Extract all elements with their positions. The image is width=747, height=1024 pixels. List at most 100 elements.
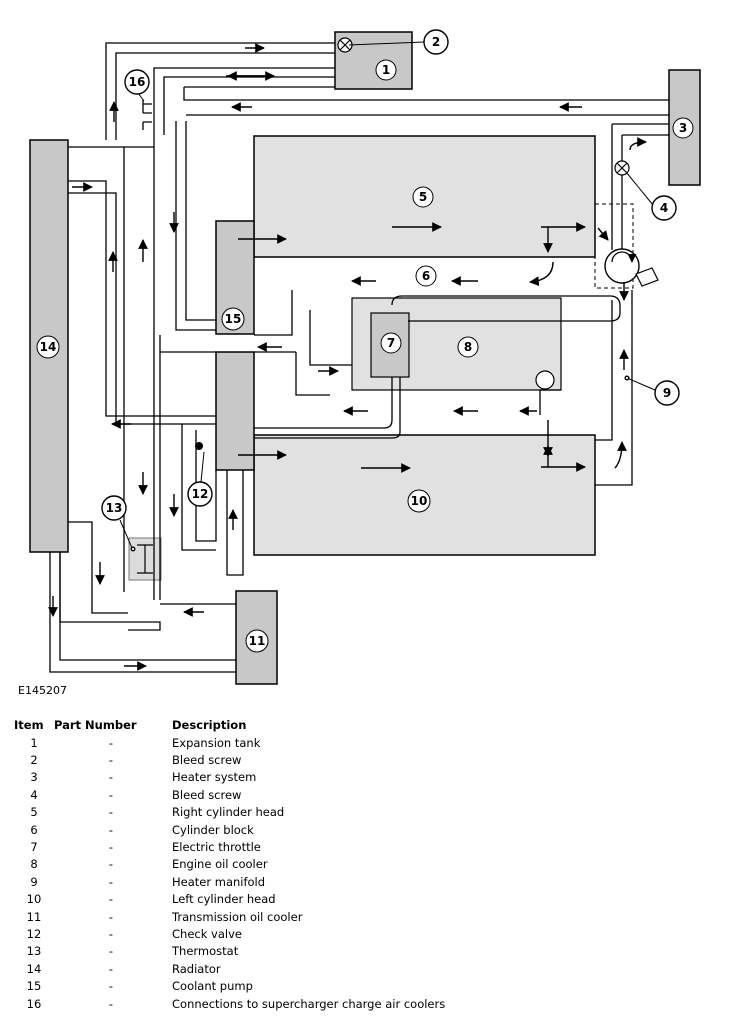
cell-description: Bleed screw xyxy=(172,753,242,768)
thermostat-symbol xyxy=(137,544,153,574)
cell-item: 7 xyxy=(30,840,38,855)
bleed-screw-icon xyxy=(614,160,630,176)
table-row: 6 - Cylinder block xyxy=(14,821,445,838)
column-header-description: Description xyxy=(172,717,247,732)
cell-item: 12 xyxy=(26,926,42,941)
cell-item: 4 xyxy=(30,787,38,802)
cell-description: Left cylinder head xyxy=(172,892,276,907)
item-7-marker xyxy=(380,332,402,354)
figure-id: E145207 xyxy=(18,684,67,697)
flow-arrows xyxy=(48,43,647,671)
item-12-marker xyxy=(187,481,213,507)
table-row: 8-Engine oil cooler xyxy=(14,856,445,873)
item-2-number: 2 xyxy=(432,35,440,49)
cell-item: 5 xyxy=(30,805,38,820)
table-row: 14 - Radiator xyxy=(14,960,445,977)
cell-part-number: - xyxy=(108,840,114,855)
item-5-number: 5 xyxy=(419,190,427,204)
bleed-screw-icon xyxy=(337,37,353,53)
cell-item: 13 xyxy=(26,944,42,959)
item-8-number: 8 xyxy=(464,340,472,354)
cell-description: Check valve xyxy=(172,926,242,941)
cell-part-number: - xyxy=(108,979,114,994)
cell-item: 15 xyxy=(26,979,42,994)
item-1-marker xyxy=(375,59,397,81)
table-row: 3-Heater system xyxy=(14,769,445,786)
cell-part-number: - xyxy=(108,926,114,941)
cell-description: Engine oil cooler xyxy=(172,857,268,872)
item-15-number: 15 xyxy=(225,312,242,326)
table-row: 5 - Right cylinder head xyxy=(14,804,445,821)
item-2-marker xyxy=(423,29,449,55)
item-1-number: 1 xyxy=(382,63,390,77)
cell-part-number: - xyxy=(108,892,114,907)
cell-part-number: - xyxy=(108,735,114,750)
parts-table: Item Part Number Description 1-Expansion… xyxy=(14,717,445,1012)
cell-part-number: - xyxy=(108,909,114,924)
table-row: 2-Bleed screw xyxy=(14,751,445,768)
table-row: 15 - Coolant pump xyxy=(14,977,445,994)
cell-description: Coolant pump xyxy=(172,979,253,994)
item-10-number: 10 xyxy=(411,494,428,508)
cell-part-number: - xyxy=(108,805,114,820)
item-14-marker xyxy=(36,335,60,359)
table-row: 10 - Left cylinder head xyxy=(14,891,445,908)
cell-description: Radiator xyxy=(172,961,221,976)
cell-item: 1 xyxy=(30,735,38,750)
cell-part-number: - xyxy=(108,996,114,1011)
item-15-marker xyxy=(221,307,245,331)
item-9-number: 9 xyxy=(663,386,671,400)
cell-description: Heater manifold xyxy=(172,874,266,889)
cell-item: 10 xyxy=(26,892,42,907)
item-11-marker xyxy=(245,629,269,653)
item-7-number: 7 xyxy=(387,336,395,350)
cell-item: 6 xyxy=(30,822,38,837)
cell-description: Expansion tank xyxy=(172,735,261,750)
cell-description: Right cylinder head xyxy=(172,805,285,820)
table-row: 11 - Transmission oil cooler xyxy=(14,908,445,925)
cell-part-number: - xyxy=(108,874,114,889)
item-11-number: 11 xyxy=(249,634,266,648)
table-row: 7-Electric throttle xyxy=(14,838,445,855)
item-3-number: 3 xyxy=(679,121,687,135)
cell-part-number: - xyxy=(108,770,114,785)
column-header-part-number: Part Number xyxy=(54,717,137,732)
item-13-number: 13 xyxy=(106,501,123,515)
item-14-number: 14 xyxy=(40,340,57,354)
item-3-marker xyxy=(672,117,694,139)
item-10-marker xyxy=(407,489,431,513)
oil-cooler-port xyxy=(535,370,555,390)
cell-item: 9 xyxy=(30,874,38,889)
cell-part-number: - xyxy=(108,961,114,976)
item-4-marker xyxy=(651,195,677,221)
cell-description: Connections to supercharger charge air c… xyxy=(172,996,446,1011)
table-row: 16 - Connections to supercharger charge ai… xyxy=(14,995,446,1012)
item-4-number: 4 xyxy=(660,201,668,215)
cell-item: 3 xyxy=(30,770,38,785)
table-row: 4 - Bleed screw xyxy=(14,786,445,803)
cell-description: Bleed screw xyxy=(172,787,242,802)
item-5-marker xyxy=(412,186,434,208)
item-8-marker xyxy=(457,336,479,358)
cell-part-number: - xyxy=(108,857,114,872)
pump-icon xyxy=(604,248,659,287)
item-6-number: 6 xyxy=(422,269,430,283)
cell-item: 11 xyxy=(26,909,42,924)
item-16-marker xyxy=(124,69,150,95)
cell-part-number: - xyxy=(108,944,114,959)
coolant-pipes xyxy=(49,42,669,673)
cell-item: 14 xyxy=(26,961,42,976)
item-9-marker xyxy=(654,380,680,406)
check-valve-icon xyxy=(195,442,203,450)
cell-description: Cylinder block xyxy=(172,822,254,837)
supercharger-connections xyxy=(142,100,152,130)
table-row: 9 - Heater manifold xyxy=(14,873,445,890)
item-13-marker xyxy=(101,495,127,521)
cell-item: 16 xyxy=(26,996,42,1011)
table-row: 12 - Check valve xyxy=(14,925,445,942)
heater-manifold xyxy=(594,203,634,289)
cell-part-number: - xyxy=(108,822,114,837)
cooling-system-diagram: 1 3 5 6 7 8 10 11 14 15 2 4 9 12 xyxy=(29,29,701,685)
cell-part-number: - xyxy=(108,787,114,802)
cell-description: Transmission oil cooler xyxy=(172,909,303,924)
